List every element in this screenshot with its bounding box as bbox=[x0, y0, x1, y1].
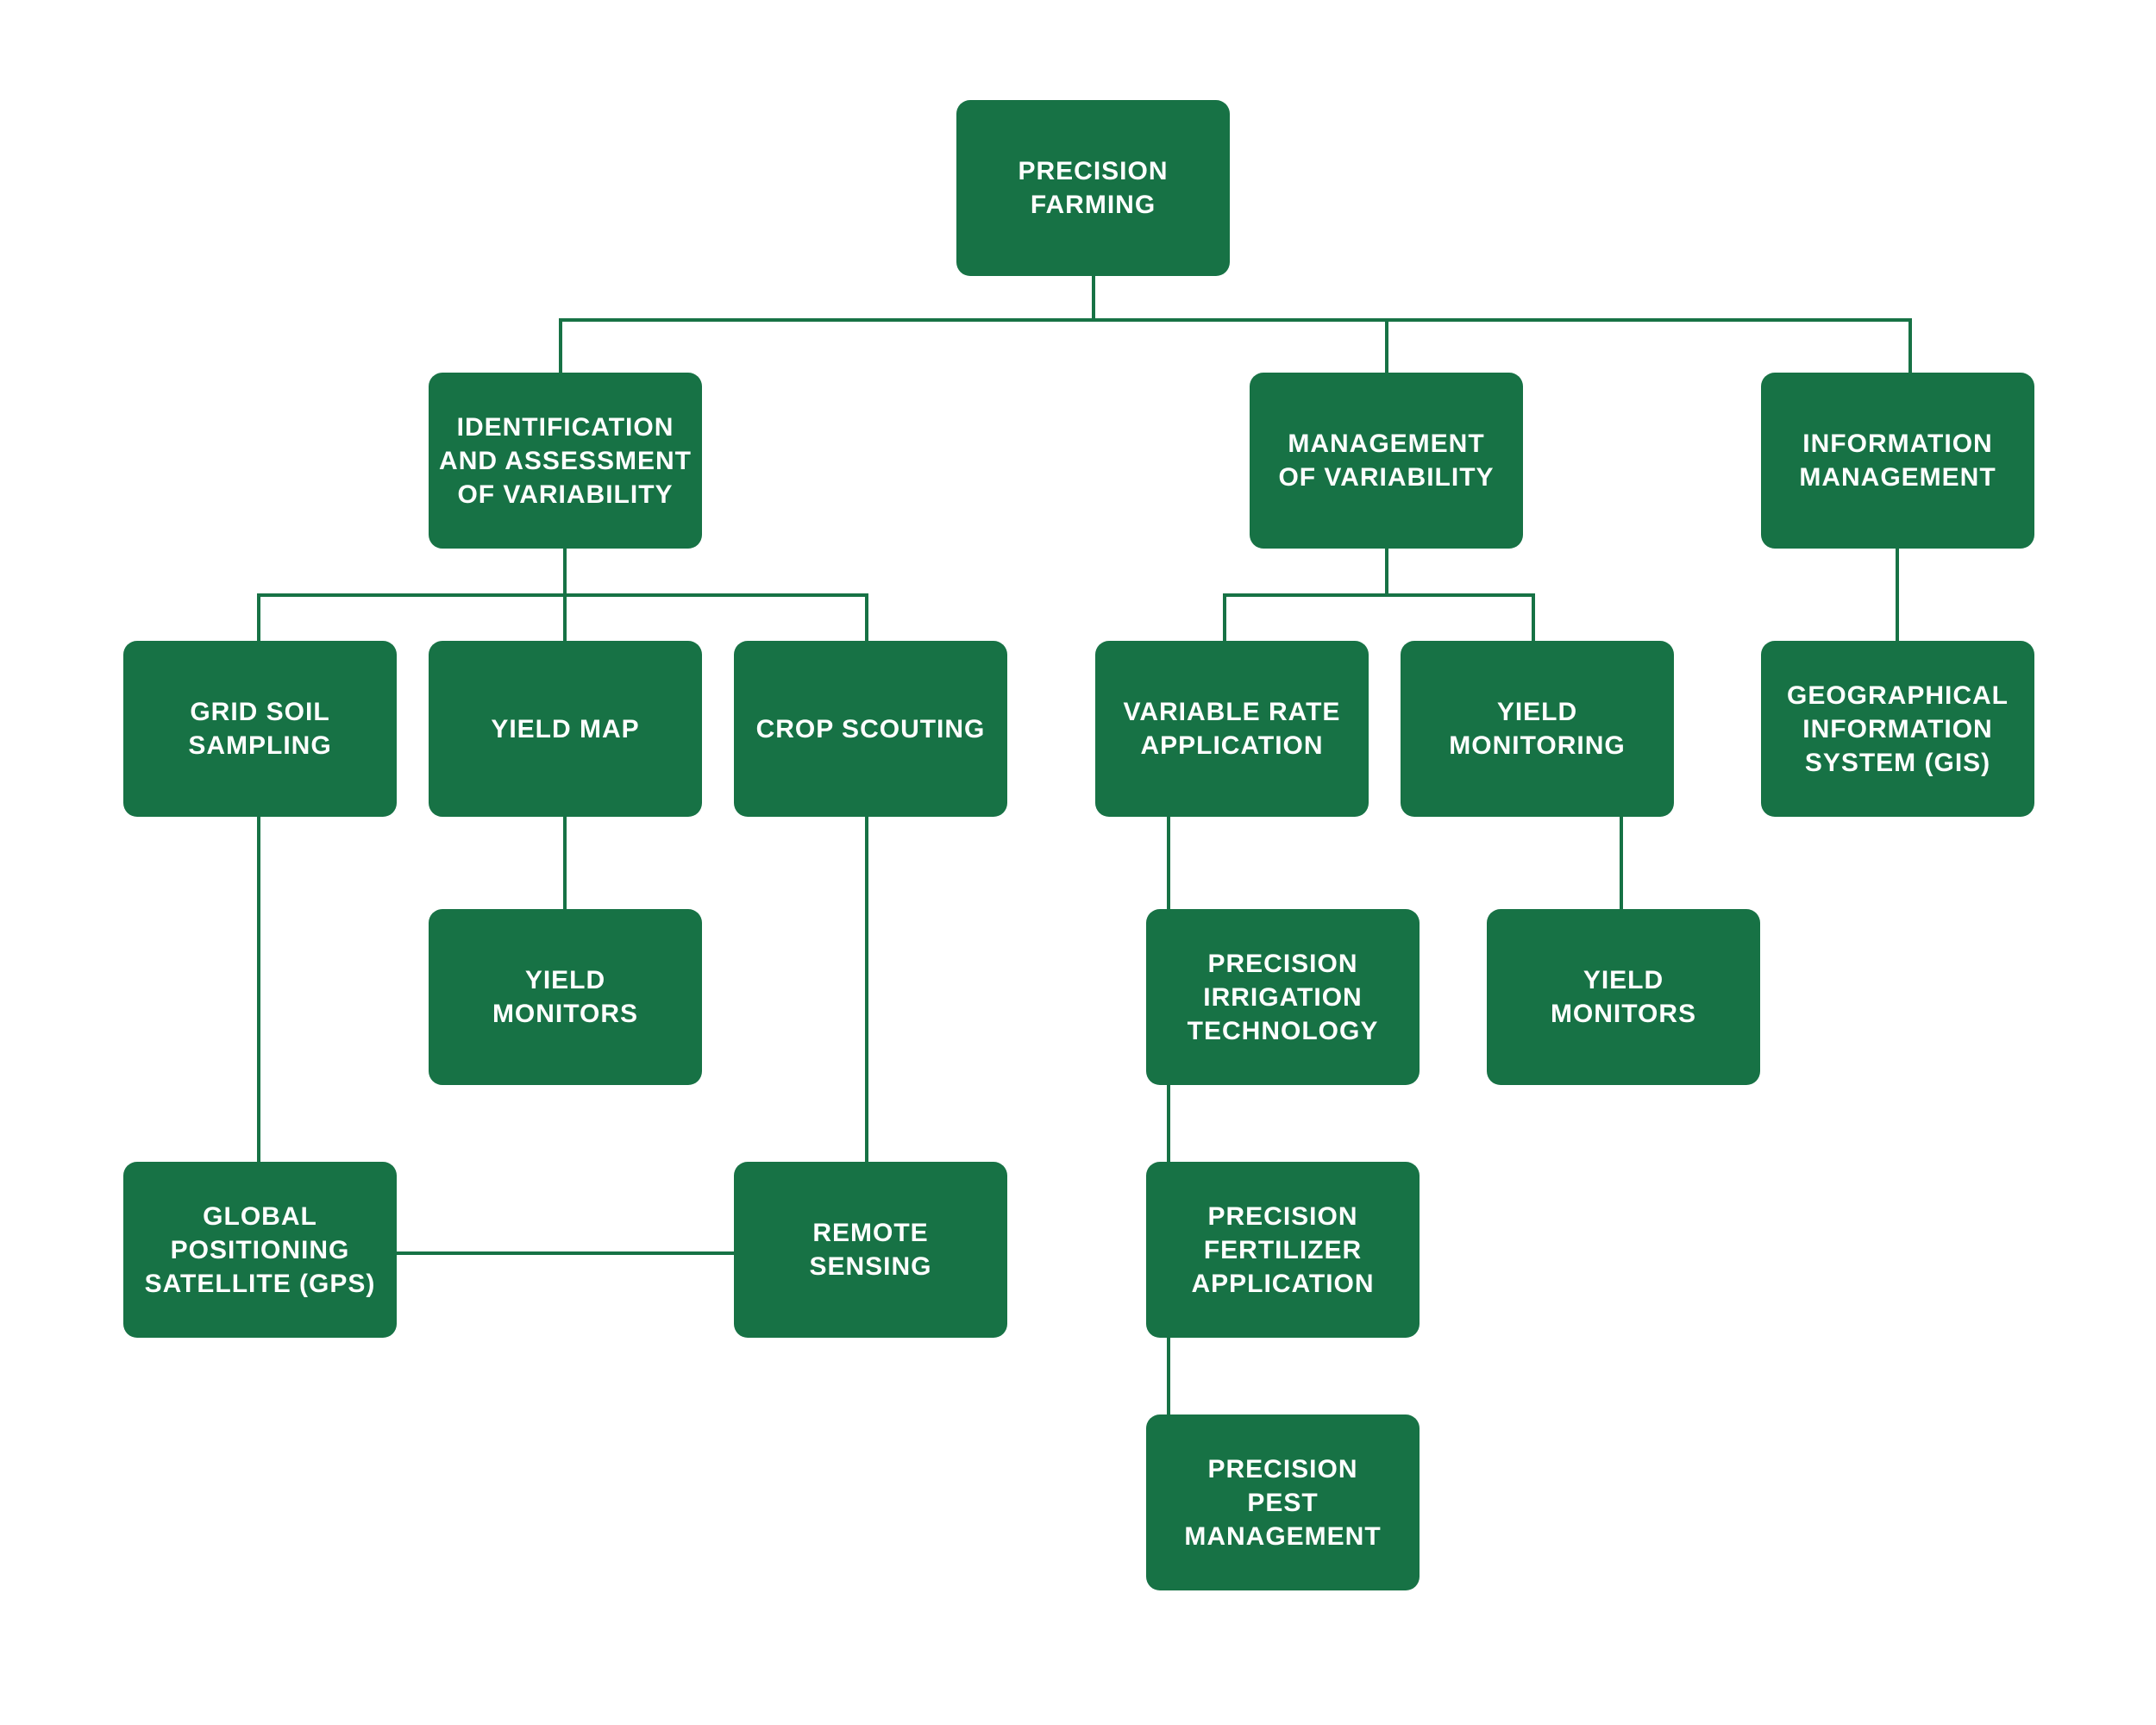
node-crop-scouting: CROP SCOUTING bbox=[734, 641, 1007, 817]
node-yield-monitoring: YIELD MONITORING bbox=[1401, 641, 1674, 817]
node-label: INFORMATION MANAGEMENT bbox=[1799, 430, 1996, 492]
node-label: VARIABLE RATE APPLICATION bbox=[1123, 698, 1341, 760]
node-grid-soil-sampling: GRID SOIL SAMPLING bbox=[123, 641, 397, 817]
node-label: GLOBAL POSITIONING SATELLITE (GPS) bbox=[144, 1201, 376, 1298]
node-label: PRECISION FERTILIZER APPLICATION bbox=[1191, 1201, 1375, 1298]
node-yield-map: YIELD MAP bbox=[429, 641, 702, 817]
node-label: YIELD MAP bbox=[491, 714, 640, 743]
node-precision-fertilizer: PRECISION FERTILIZER APPLICATION bbox=[1146, 1162, 1420, 1338]
node-label: CROP SCOUTING bbox=[755, 714, 986, 743]
node-label: GRID SOIL SAMPLING bbox=[188, 698, 332, 760]
node-information-management: INFORMATION MANAGEMENT bbox=[1761, 373, 2034, 549]
node-precision-pest-management: PRECISION PEST MANAGEMENT bbox=[1146, 1414, 1420, 1590]
node-label: GEOGRAPHICAL INFORMATION SYSTEM (GIS) bbox=[1786, 681, 2009, 777]
node-label: IDENTIFICATION AND ASSESSMENT OF VARIABI… bbox=[439, 412, 692, 509]
node-label: YIELD MONITORS bbox=[492, 966, 639, 1028]
node-precision-irrigation: PRECISION IRRIGATION TECHNOLOGY bbox=[1146, 909, 1420, 1085]
node-gis: GEOGRAPHICAL INFORMATION SYSTEM (GIS) bbox=[1761, 641, 2034, 817]
node-precision-farming: PRECISION FARMING bbox=[956, 100, 1230, 276]
node-identification-assessment: IDENTIFICATION AND ASSESSMENT OF VARIABI… bbox=[429, 373, 702, 549]
node-yield-monitors-right: YIELD MONITORS bbox=[1487, 909, 1760, 1085]
node-label: REMOTE SENSING bbox=[809, 1219, 932, 1281]
node-remote-sensing: REMOTE SENSING bbox=[734, 1162, 1007, 1338]
node-label: PRECISION PEST MANAGEMENT bbox=[1184, 1454, 1382, 1551]
node-gps: GLOBAL POSITIONING SATELLITE (GPS) bbox=[123, 1162, 397, 1338]
node-yield-monitors-left: YIELD MONITORS bbox=[429, 909, 702, 1085]
node-label: PRECISION IRRIGATION TECHNOLOGY bbox=[1187, 949, 1379, 1045]
node-management-of-variability: MANAGEMENT OF VARIABILITY bbox=[1250, 373, 1523, 549]
node-label: MANAGEMENT OF VARIABILITY bbox=[1278, 430, 1495, 492]
node-label: YIELD MONITORS bbox=[1550, 966, 1697, 1028]
node-variable-rate-application: VARIABLE RATE APPLICATION bbox=[1095, 641, 1369, 817]
node-label: PRECISION FARMING bbox=[1018, 157, 1169, 219]
node-label: YIELD MONITORING bbox=[1449, 698, 1626, 760]
